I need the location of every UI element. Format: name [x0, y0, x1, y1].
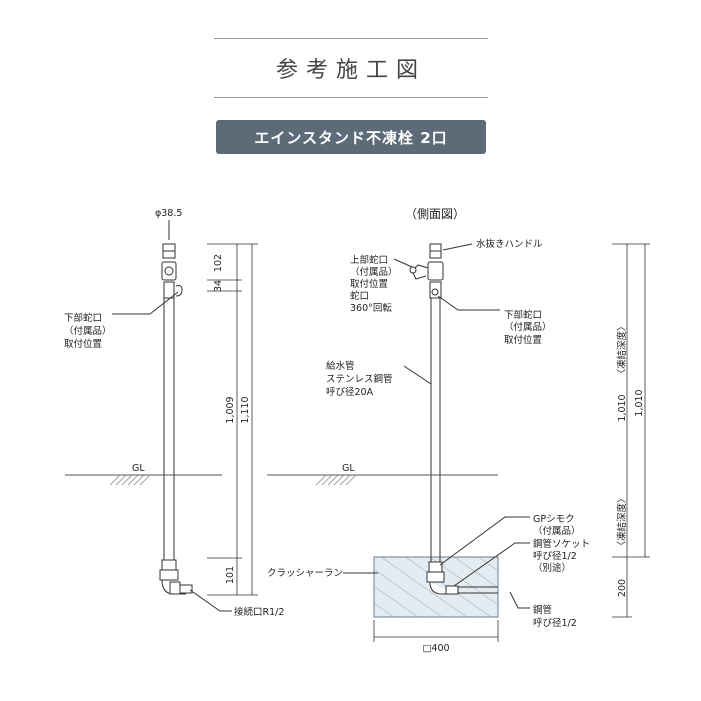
front-dim-1009: 1,009 [225, 396, 236, 423]
side-supply-label-2: ステンレス鋼管 [326, 373, 393, 385]
front-lower-tap-label-1: 下部蛇口 [64, 312, 102, 324]
front-ground-hatch [109, 474, 151, 486]
side-bottom-fitting [428, 561, 443, 573]
side-handle-label: 水抜きハンドル [476, 238, 543, 250]
socket-label-3: （別途） [533, 562, 571, 574]
front-dim-102: 102 [213, 254, 224, 272]
front-diameter-label: φ38.5 [155, 208, 182, 219]
front-upper-tap-ring [164, 266, 174, 276]
front-lower-tap-leader [112, 291, 179, 315]
front-dimension-lines [207, 243, 258, 596]
side-upper-tap-label-5: 360°回転 [350, 303, 392, 314]
front-bottom-socket [159, 569, 179, 581]
side-upper-tap [427, 261, 444, 281]
side-upper-tap-label-2: （付属品） [350, 266, 398, 278]
gp-label-1: GPシモク [533, 514, 575, 525]
socket-label-2: 呼び径1/2 [533, 550, 577, 562]
side-supply-label-3: 呼び径20A [326, 386, 374, 398]
front-dim-34: 34 [213, 280, 224, 292]
side-view [409, 243, 498, 595]
side-view-title: （側面図） [405, 207, 465, 221]
crusher-run-label: クラッシャーラン [267, 568, 343, 579]
front-elbow-body [169, 581, 181, 595]
front-dim-1110: 1,110 [240, 396, 251, 423]
side-lower-tap-label-3: 取付位置 [504, 334, 542, 346]
socket-leader [453, 542, 530, 587]
side-gl-label: GL [342, 463, 355, 474]
side-handle-leader [442, 243, 473, 251]
front-lower-tap-label-2: （付属品） [64, 325, 112, 337]
front-connection-leader [189, 589, 232, 612]
front-connector [179, 584, 193, 594]
base-dimension [373, 620, 499, 642]
front-connection-label: 接続口R1/2 [234, 606, 284, 618]
side-dimension-lines [612, 243, 650, 618]
front-upper-tap [161, 261, 177, 281]
front-gl-label: GL [132, 463, 145, 474]
side-upper-tap-label-4: 蛇口 [350, 290, 369, 302]
front-lower-tap [175, 285, 183, 297]
base-dim-400: □400 [422, 643, 449, 654]
page-title: 参考施工図 [214, 38, 488, 98]
side-dim-1010-b: 1,010 [634, 389, 645, 416]
front-bottom-fitting [161, 559, 177, 571]
side-upper-tap-label-1: 上部蛇口 [350, 254, 388, 266]
frost-depth-top: 〈凍結深度〉 [616, 321, 628, 378]
front-lower-tap-body [163, 281, 175, 299]
gp-leader [439, 516, 530, 566]
front-dim-101: 101 [225, 566, 236, 584]
side-upper-tap-leader [393, 258, 413, 268]
pipe-label-2: 呼び径1/2 [533, 617, 577, 629]
side-dim-200: 200 [617, 579, 628, 597]
gp-label-2: （付属品） [533, 525, 581, 537]
side-socket [445, 585, 459, 595]
frost-depth-bottom: 〈凍結深度〉 [616, 493, 628, 550]
pipe-leader [509, 591, 530, 609]
side-lower-tap-leader [437, 295, 500, 311]
side-dim-1010-a: 1,010 [617, 394, 628, 421]
product-badge: エインスタンド不凍栓 2口 [216, 120, 486, 154]
socket-label-1: 鋼管ソケット [533, 538, 590, 550]
front-lower-tap-label-3: 取付位置 [64, 338, 102, 350]
side-supply-leader [403, 365, 432, 385]
side-ground-hatch [315, 474, 357, 486]
side-lower-tap-label-1: 下部蛇口 [504, 309, 542, 321]
side-supply-label-1: 給水管 [326, 360, 355, 372]
pipe-label-1: 鋼管 [533, 604, 552, 616]
front-view [159, 243, 193, 595]
side-lower-tap-label-2: （付属品） [504, 321, 552, 333]
side-upper-tap-label-3: 取付位置 [350, 278, 388, 290]
